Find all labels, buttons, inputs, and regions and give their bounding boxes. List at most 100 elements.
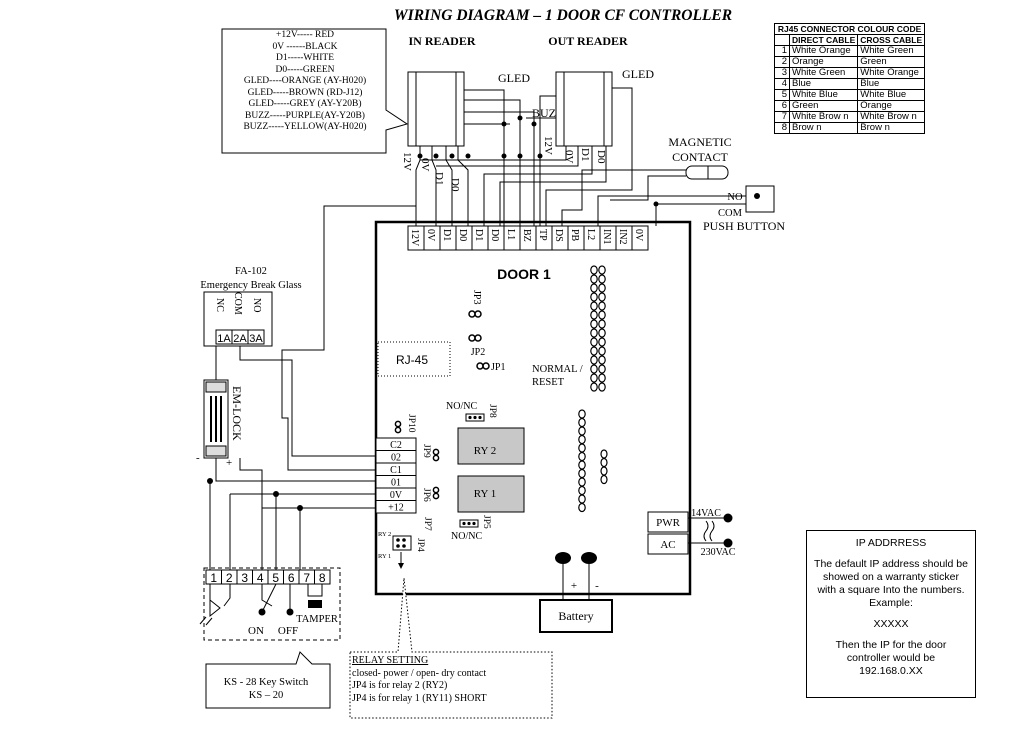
led-dot [578,417,586,428]
transformer-wires [688,517,726,544]
top-terminal-label: D1 [473,229,484,241]
ip-example: XXXXX [873,618,909,630]
rj45-cross: White Brow n [857,111,926,123]
jp6-jumper [432,486,440,500]
rj45-direct: Blue [788,78,859,90]
top-terminal-label: 0V [633,229,644,242]
fa102-desc: Emergency Break Glass [200,280,301,291]
rj45-direct: White Brow n [788,111,859,123]
rj45-pin: 2 [774,56,790,68]
nonc-top-label: NO/NC [446,401,477,412]
led-dot [598,346,606,356]
led-dot [598,337,606,347]
led-dot [590,319,598,329]
rj45-label: RJ-45 [396,353,428,367]
key-switch-terminal-label: 6 [288,571,295,585]
rj45-direct: White Green [788,67,859,79]
top-terminal-label: 0V [425,229,436,242]
led-dot [590,301,598,311]
jp3-jumper [468,310,482,318]
legend-line: GLED-----BROWN (RD-J12) [247,87,363,98]
jp9-jumper [432,448,440,462]
in-reader-label: IN READER [408,34,475,48]
rj45-cross: Green [857,56,926,68]
legend-line: GLED----ORANGE (AY-H020) [243,76,367,86]
left-terminal-label: 01 [391,478,401,489]
ry1-label: RY 1 [474,488,497,500]
buz-label: BUZ [532,106,556,120]
magnetic-contact [685,165,729,180]
led-dot [578,485,586,496]
nonc-bottom-label: NO/NC [451,531,482,542]
left-terminal-label: 02 [391,453,401,464]
svg-text:0V: 0V [563,150,575,164]
key-switch-label: KS - 28 Key Switch KS – 20 [206,676,326,702]
rj45-pin: 8 [774,122,790,134]
top-terminal-label: BZ [521,229,532,242]
led-dot [598,292,606,302]
ry2-small-label: RY 2 [378,531,391,538]
legend-callout [221,28,409,154]
led-icon [209,598,221,618]
rj45-cross: Brow n [857,122,926,134]
ip-value: 192.168.0.XX [859,665,923,677]
key-switch-alt: KS – 20 [248,690,284,701]
magnetic-contact-wires [561,169,686,226]
ry2-label: RY 2 [474,445,497,457]
magnetic-contact-label-1: MAGNETIC [668,135,731,149]
key-switch-model: KS - 28 Key Switch [223,677,309,688]
jp1-label: JP1 [491,362,505,373]
led-dot [600,474,608,485]
rj45-table-title: RJ45 CONNECTOR COLOUR CODE [773,23,926,35]
rj45-direct: White Orange [788,45,859,57]
relay-setting-title: RELAY SETTING [352,655,429,666]
battery-label: Battery [558,609,593,623]
off-label: OFF [278,625,298,637]
jp7-label: JP7 [422,517,432,531]
top-terminal-label: 12V [409,229,420,247]
legend-line: GLED-----GREY (AY-Y20B) [248,99,362,109]
tamper-label: TAMPER [296,614,338,625]
left-terminal-label: 0V [390,490,403,501]
fa102-terminal-label: 2A [233,333,247,345]
led-dot [578,451,586,462]
jp2-jumper [468,334,482,342]
left-junctions [207,478,303,511]
rj45-pin: 6 [774,100,790,112]
led-dot [590,328,598,338]
rj45-cross: White Green [857,45,926,57]
legend-line: 0V ------BLACK [272,41,338,52]
key-switch-box [203,567,341,641]
led-dot [578,494,586,504]
push-button-no: NO [727,192,743,203]
led-dot [598,265,606,275]
led-dot [590,355,598,365]
ac-terminal [647,533,689,555]
top-terminal [631,225,649,251]
rj45-direct: White Blue [788,89,859,101]
in-reader [407,71,465,147]
jp10-label: JP10 [406,414,416,433]
ac-label: AC [660,539,675,551]
fa102-terminal-label: 3A [249,333,263,345]
jp1-jumper [476,362,490,370]
led-dot [598,328,606,338]
led-dot [578,477,586,487]
legend-line: D0-----GREEN [275,64,335,75]
pwr-label: PWR [656,517,681,529]
rj45-pin: 7 [774,111,790,123]
ip-text2: Then the IP for the door controller woul… [835,639,947,664]
led-dot [590,382,598,392]
led-columns [578,265,608,513]
pwr-terminal [647,511,689,533]
relay-setting-line: JP4 is for relay 1 (RY11) SHORT [352,692,487,704]
led-dot [600,457,608,468]
